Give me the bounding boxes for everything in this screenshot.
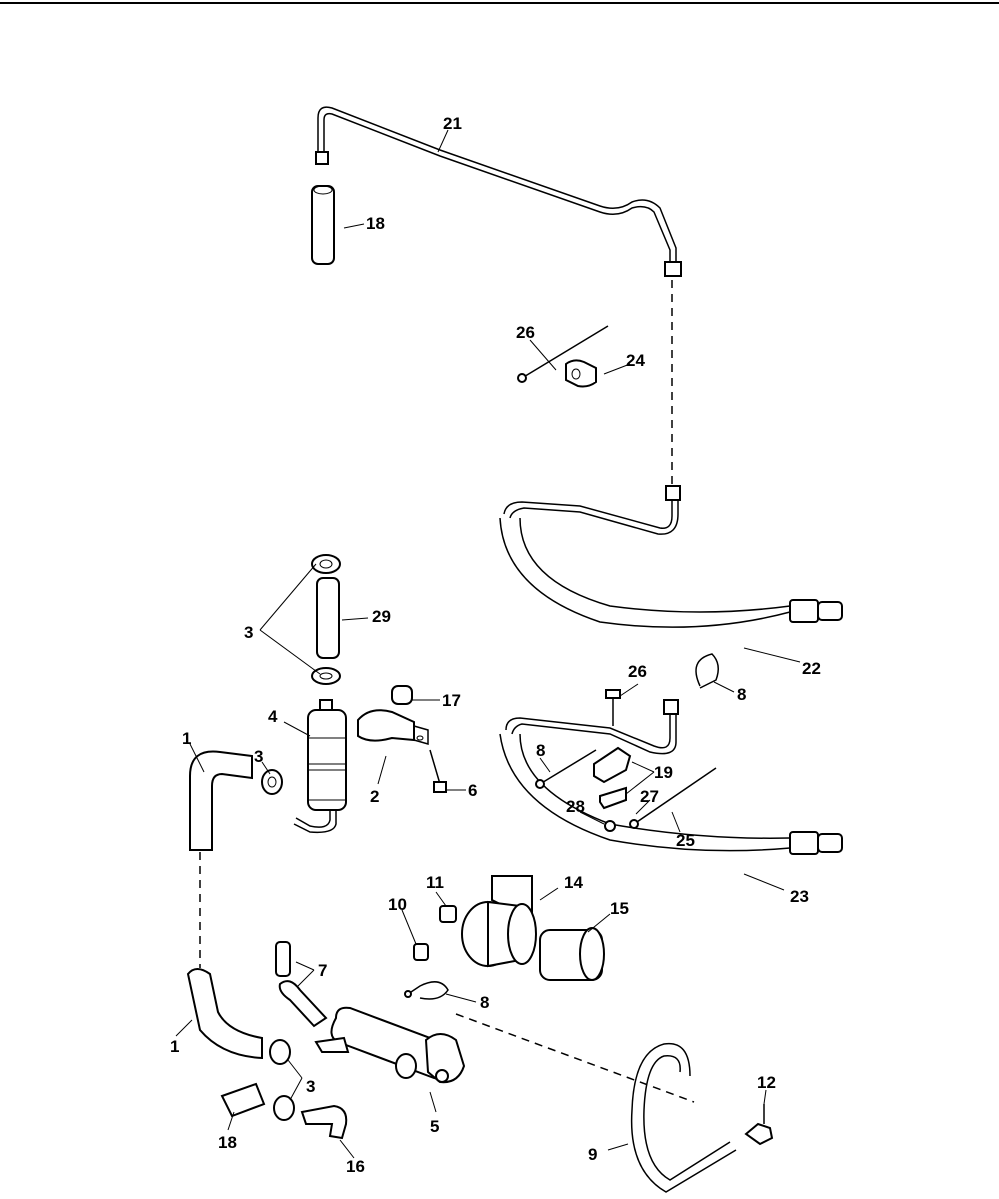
callout-19: 19 [654,763,673,782]
part-12-fitting [744,1104,774,1146]
callout-18-lower: 18 [218,1133,237,1152]
leader-lines [175,129,801,1159]
part-18-hose-lower [220,1082,266,1118]
callout-15: 15 [610,899,629,918]
part-28-nut [604,820,616,832]
callout-9: 9 [588,1145,597,1164]
callout-8-middle: 8 [536,741,545,760]
callout-12: 12 [757,1073,776,1092]
callout-21: 21 [443,114,462,133]
callout-3-top: 3 [244,623,253,642]
callout-1-lower: 1 [170,1037,179,1056]
part-6-bolt [429,749,447,793]
part-5-canister [314,1006,466,1084]
callout-labels: 21 18 26 24 29 3 22 26 8 17 4 1 3 2 6 8 … [170,114,821,1176]
callout-24: 24 [626,351,645,370]
callout-14: 14 [564,873,583,892]
callout-29: 29 [372,607,391,626]
part-3-clamp-lower-a [269,1039,291,1065]
part-16-elbow [300,1104,348,1140]
part-3-clamp-lower-b [273,1095,295,1121]
callout-28: 28 [566,797,585,816]
part-8-clip-lower [404,981,449,1000]
callout-8-lower: 8 [480,993,489,1012]
part-26-bolt-lower [605,689,621,726]
callout-22: 22 [802,659,821,678]
part-22-hose-assembly [499,485,843,628]
part-26-tie-upper [517,325,609,383]
part-4-filter [293,699,347,834]
callout-7: 7 [318,961,327,980]
dashed-connector-5-9 [455,1013,695,1103]
callout-8-upper: 8 [737,685,746,704]
part-18-hose-upper [311,185,335,265]
callout-26-upper: 26 [516,323,535,342]
part-25-tie [629,767,717,829]
callout-27: 27 [640,787,659,806]
part-1-hose-lower [186,968,263,1060]
callout-25: 25 [676,831,695,850]
part-19-clamp [593,746,632,810]
callout-17: 17 [442,691,461,710]
part-23-hose-assembly [499,699,843,855]
part-3-clamp-top [311,554,341,574]
callout-10: 10 [388,895,407,914]
callout-18-upper: 18 [366,214,385,233]
callout-3-lower: 3 [306,1077,315,1096]
part-11-screw [439,905,457,923]
callout-16: 16 [346,1157,365,1176]
part-10-cap [413,943,429,961]
part-3-clamp-left [261,769,283,795]
callout-23: 23 [790,887,809,906]
part-15-sleeve [539,927,605,981]
part-1-elbow-hose-upper [189,750,253,851]
part-7-hose [275,941,328,1028]
callout-1-upper: 1 [182,729,191,748]
callout-5: 5 [430,1117,439,1136]
part-17-nut [391,685,413,705]
callout-26-lower: 26 [628,662,647,681]
part-9-loop-hose [630,1042,737,1193]
callout-3-left: 3 [254,747,263,766]
part-21-fuel-line [315,106,682,277]
part-2-bracket [357,709,429,745]
callout-4: 4 [268,707,278,726]
part-24-grommet [565,359,597,388]
part-8-tie-middle [535,749,597,789]
callout-2: 2 [370,787,379,806]
part-8-clip-upper [695,653,719,689]
callout-6: 6 [468,781,477,800]
callout-11: 11 [426,873,444,892]
part-29-hose [316,577,340,659]
part-3-clamp-mid [311,667,341,685]
part-14-bracket [461,875,537,968]
